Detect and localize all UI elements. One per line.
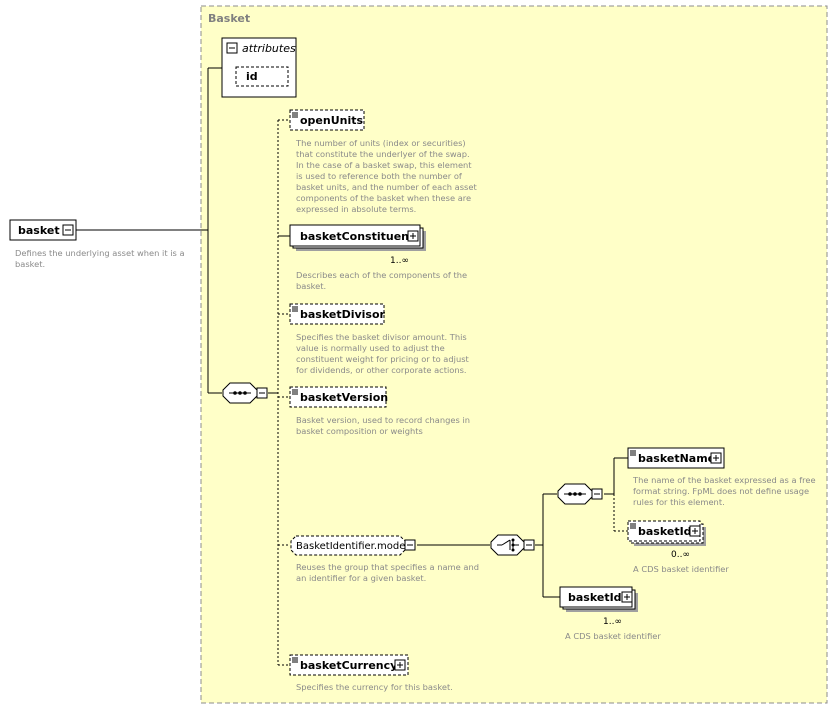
sequence-compositor[interactable] (222, 382, 268, 404)
basketDivisor-label: basketDivisor (300, 308, 386, 321)
attribute-id-label: id (246, 70, 258, 83)
element-icon (292, 657, 298, 663)
element-openUnits[interactable]: openUnits (289, 109, 365, 131)
element-basketName[interactable]: basketName (627, 447, 725, 469)
attributes-title: attributes (242, 42, 296, 55)
basketId-optional-label: basketId (638, 525, 692, 538)
element-icon (630, 450, 636, 456)
element-icon (292, 112, 298, 118)
basketId-required-occurs: 1..∞ (603, 617, 622, 627)
connectors (76, 67, 628, 666)
choice-icon (497, 538, 519, 552)
element-icon (630, 523, 636, 529)
basketDivisor-doc: Specifies the basket divisor amount. Thi… (296, 332, 471, 375)
element-basketId-required[interactable]: basketId (559, 586, 638, 612)
basketVersion-doc: Basket version, used to record changes i… (296, 415, 473, 436)
basketConstituent-label: basketConstituent (300, 230, 414, 243)
group-title: Basket (208, 12, 250, 25)
element-icon (292, 389, 298, 395)
basketId-required-doc: A CDS basket identifier (565, 631, 661, 641)
attributes-box[interactable]: attributes id (221, 37, 297, 98)
group-BasketIdentifier-model[interactable]: BasketIdentifier.model (290, 535, 416, 556)
choice-compositor[interactable] (490, 534, 535, 556)
basketConstituent-occurs: 1..∞ (390, 256, 409, 266)
basketId-optional-doc: A CDS basket identifier (633, 564, 729, 574)
element-basketVersion[interactable]: basketVersion (289, 386, 388, 408)
basket-label: basket (18, 224, 60, 237)
element-basketDivisor[interactable]: basketDivisor (289, 303, 386, 325)
element-basketId-optional[interactable]: basketId (627, 520, 706, 546)
element-basketConstituent[interactable]: basketConstituent (289, 224, 426, 251)
element-icon (292, 306, 298, 312)
basketCurrency-label: basketCurrency (300, 659, 397, 672)
root-element-basket[interactable]: basket (9, 219, 77, 241)
basketName-doc: The name of the basket expressed as a fr… (632, 475, 818, 507)
attribute-id[interactable] (235, 66, 289, 87)
element-basketCurrency[interactable]: basketCurrency (289, 654, 409, 676)
basketName-label: basketName (638, 452, 715, 465)
BasketIdentifier-model-doc: Reuses the group that specifies a name a… (296, 562, 482, 583)
openUnits-label: openUnits (300, 114, 364, 127)
basketId-required-label: basketId (568, 591, 622, 604)
basketCurrency-doc: Specifies the currency for this basket. (296, 682, 453, 692)
BasketIdentifier-model-label: BasketIdentifier.model (296, 541, 408, 552)
basketVersion-label: basketVersion (300, 391, 388, 404)
basket-doc: Defines the underlying asset when it is … (15, 248, 187, 269)
basketId-optional-occurs: 0..∞ (671, 550, 690, 560)
openUnits-doc: The number of units (index or securities… (295, 138, 479, 214)
basketConstituent-doc: Describes each of the components of the … (296, 270, 470, 291)
inner-sequence-compositor[interactable] (557, 483, 603, 505)
